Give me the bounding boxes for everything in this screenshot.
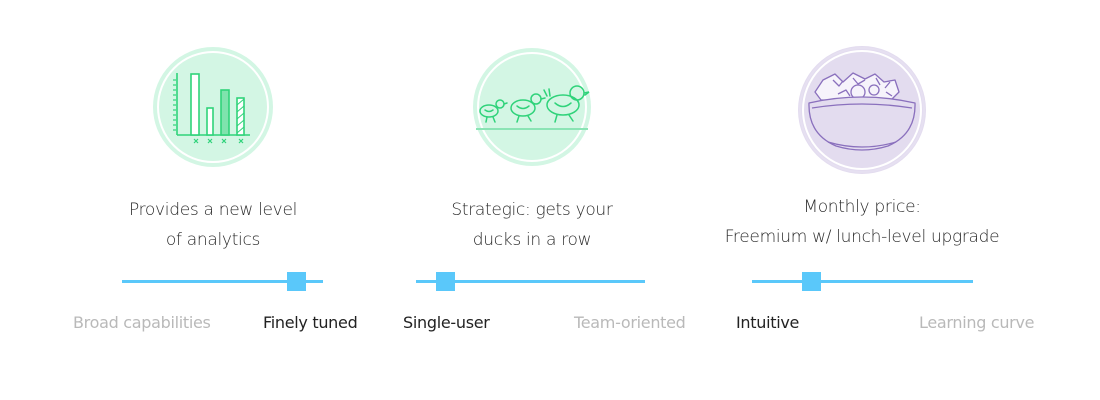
card-title: Strategic: gets your ducks in a row: [432, 195, 632, 255]
slider-track-pricing[interactable]: [752, 280, 973, 283]
slider-track-collaboration[interactable]: [416, 280, 645, 283]
slider-thumb-collaboration[interactable]: [436, 272, 455, 291]
title-line-2: of analytics: [165, 230, 261, 250]
card-title: Monthly price: Freemium w/ lunch-level u…: [712, 192, 1012, 252]
slider-right-label: Finely tuned: [263, 313, 358, 332]
card-title: Provides a new level of analytics: [113, 195, 313, 255]
title-line-1: Monthly price:: [803, 197, 921, 217]
slider-right-label: Team-oriented: [574, 313, 686, 332]
slider-left-label: Broad capabilities: [73, 313, 211, 332]
slider-thumb-analytics[interactable]: [287, 272, 306, 291]
title-line-2: Freemium w/ lunch-level upgrade: [724, 227, 1000, 247]
title-line-1: Provides a new level: [128, 200, 298, 220]
slider-left-label: Single-user: [403, 313, 490, 332]
slider-right-label: Learning curve: [919, 313, 1035, 332]
bar-chart-icon: [153, 47, 273, 167]
slider-left-label: Intuitive: [736, 313, 800, 332]
slider-thumb-pricing[interactable]: [802, 272, 821, 291]
title-line-2: ducks in a row: [472, 230, 592, 250]
slider-track-analytics[interactable]: [122, 280, 323, 283]
title-line-1: Strategic: gets your: [451, 200, 613, 220]
salad-bowl-icon: [798, 46, 926, 174]
ducklings-icon: [473, 48, 591, 166]
